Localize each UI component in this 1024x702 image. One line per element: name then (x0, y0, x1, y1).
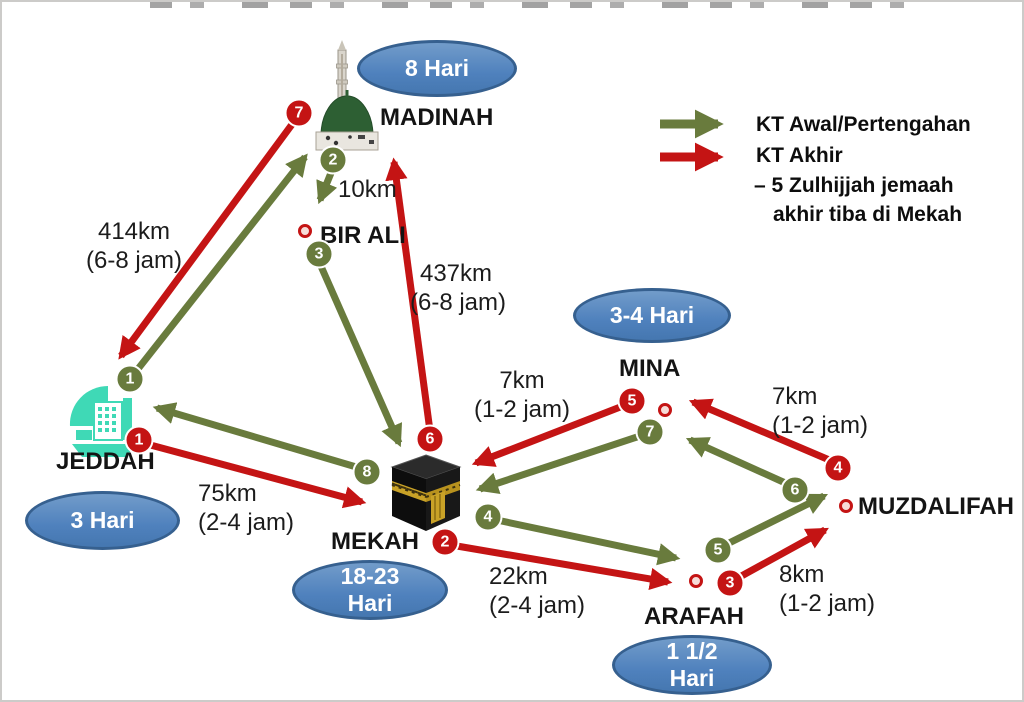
legend-awal-label: KT Awal/Pertengahan (756, 113, 971, 136)
marker-akhir-3: 3 (715, 568, 745, 598)
muzdalifah-location-dot (839, 499, 853, 513)
distance-madinah-birali: 10km (338, 175, 397, 204)
legend-note-line2: akhir tiba di Mekah (773, 203, 963, 226)
distance-mekah-arafah-km: 22km (489, 563, 548, 590)
city-label-birali: BIR ALI (320, 222, 406, 249)
distance-jeddah-mekah-km: 75km (198, 480, 257, 507)
route-awal-mekah-jeddah-arrow (152, 402, 364, 473)
marker-awal-8: 8 (352, 457, 382, 487)
marker-akhir-7: 7 (284, 98, 314, 128)
duration-bubble-arafah: 1 1/2 Hari (612, 635, 772, 695)
distance-mekah-arafah: 22km (2-4 jam) (489, 562, 585, 620)
route-awal-mekah-arafah-arrow (491, 515, 681, 566)
marker-awal-3-number: 3 (314, 245, 324, 262)
route-akhir-mekah-arafah-arrow (450, 541, 673, 591)
marker-awal-7: 7 (635, 417, 665, 447)
route-awal-jeddah-madinah-arrow (131, 153, 308, 377)
distance-jeddah-madinah: 414km (6-8 jam) (83, 217, 185, 275)
duration-bubble-jeddah: 3 Hari (25, 491, 180, 550)
duration-bubble-mina: 3-4 Hari (573, 288, 731, 343)
marker-akhir-2: 2 (430, 527, 460, 557)
cropped-title-remnant (150, 2, 926, 8)
route-awal-mina-mekah-arrow (475, 430, 648, 494)
duration-mina-label: 3-4 Hari (609, 302, 695, 328)
jeddah-city-icon (69, 385, 136, 457)
marker-awal-6-number: 6 (790, 481, 800, 498)
marker-awal-3: 3 (304, 239, 334, 269)
marker-awal-8-number: 8 (362, 463, 372, 480)
route-akhir-jeddah-mekah-arrow (142, 439, 367, 509)
distance-jeddah-mekah: 75km (2-4 jam) (198, 479, 294, 537)
duration-bubble-madinah: 8 Hari (357, 40, 517, 97)
marker-awal-1: 1 (115, 364, 145, 394)
duration-arafah-line1: 1 1/2 (666, 638, 718, 664)
distance-mina-mekah: 7km (1-2 jam) (472, 366, 572, 424)
duration-mekah-line2: Hari (347, 590, 393, 616)
route-akhir-mekah-madinah-arrow (385, 157, 434, 432)
city-label-mina: MINA (619, 355, 681, 382)
marker-akhir-6-number: 6 (425, 430, 435, 447)
distance-arafah-muzdalifah-time: (1-2 jam) (779, 590, 876, 617)
marker-awal-1-number: 1 (125, 370, 135, 387)
distance-mekah-madinah-km: 437km (419, 260, 493, 287)
mekah-kaaba-icon (390, 454, 462, 531)
madinah-mosque-icon (315, 40, 379, 151)
birali-location-dot (298, 224, 312, 238)
city-label-mekah: MEKAH (331, 528, 419, 555)
city-label-madinah: MADINAH (380, 104, 494, 131)
marker-awal-7-number: 7 (645, 423, 655, 440)
distance-mekah-arafah-time: (2-4 jam) (489, 592, 586, 619)
distance-jeddah-mekah-time: (2-4 jam) (198, 509, 295, 536)
distance-muzdalifah-mina-time: (1-2 jam) (772, 412, 869, 439)
distance-muzdalifah-mina-km: 7km (772, 383, 818, 410)
marker-akhir-4-number: 4 (833, 459, 843, 476)
duration-madinah-label: 8 Hari (405, 55, 469, 81)
arafah-location-dot (689, 574, 703, 588)
mina-location-dot (658, 403, 672, 417)
route-akhir-mina-mekah-arrow (471, 400, 630, 467)
distance-arafah-muzdalifah-km: 8km (779, 561, 825, 588)
marker-akhir-6: 6 (415, 424, 445, 454)
distance-arafah-muzdalifah: 8km (1-2 jam) (779, 560, 875, 618)
marker-akhir-1: 1 (124, 425, 154, 455)
distance-muzdalifah-mina: 7km (1-2 jam) (772, 382, 868, 440)
distance-mina-mekah-time: (1-2 jam) (473, 396, 570, 423)
legend-akhir-label: KT Akhir (756, 144, 843, 167)
city-label-arafah: ARAFAH (644, 603, 744, 630)
legend-note-line1: – 5 Zulhijjah jemaah (754, 174, 954, 197)
route-awal-arafah-muzdalifah-arrow (719, 492, 829, 551)
marker-akhir-5: 5 (617, 386, 647, 416)
distance-jeddah-madinah-time: (6-8 jam) (85, 247, 182, 274)
distance-madinah-birali-km: 10km (338, 176, 397, 203)
route-akhir-muzdalifah-mina-arrow (688, 398, 836, 466)
marker-akhir-3-number: 3 (725, 574, 735, 591)
marker-awal-5: 5 (703, 535, 733, 565)
distance-mekah-madinah: 437km (6-8 jam) (410, 259, 507, 317)
route-akhir-arafah-muzdalifah-arrow (734, 526, 829, 583)
duration-mekah-line1: 18-23 (340, 563, 400, 589)
distance-jeddah-madinah-km: 414km (97, 218, 171, 245)
marker-awal-5-number: 5 (713, 541, 723, 558)
duration-arafah-line2: Hari (669, 665, 715, 691)
marker-akhir-1-number: 1 (134, 431, 144, 448)
distance-mina-mekah-km: 7km (499, 367, 545, 394)
marker-awal-2-number: 2 (328, 151, 338, 168)
route-akhir-madinah-jeddah-arrow (118, 116, 299, 360)
marker-akhir-2-number: 2 (440, 533, 450, 550)
marker-awal-2: 2 (318, 145, 348, 175)
duration-jeddah-label: 3 Hari (70, 507, 135, 533)
duration-bubble-mekah: 18-23 Hari (292, 560, 448, 620)
marker-awal-6: 6 (780, 475, 810, 505)
route-awal-birali-mekah-arrow (316, 262, 403, 448)
city-label-muzdalifah: MUZDALIFAH (858, 493, 1014, 520)
route-awal-muzdalifah-mina-arrow (685, 436, 794, 490)
distance-mekah-madinah-time: (6-8 jam) (410, 289, 507, 316)
marker-akhir-5-number: 5 (627, 392, 637, 409)
marker-awal-4-number: 4 (483, 508, 493, 525)
marker-akhir-7-number: 7 (294, 104, 304, 121)
marker-awal-4: 4 (473, 502, 503, 532)
marker-akhir-4: 4 (823, 453, 853, 483)
